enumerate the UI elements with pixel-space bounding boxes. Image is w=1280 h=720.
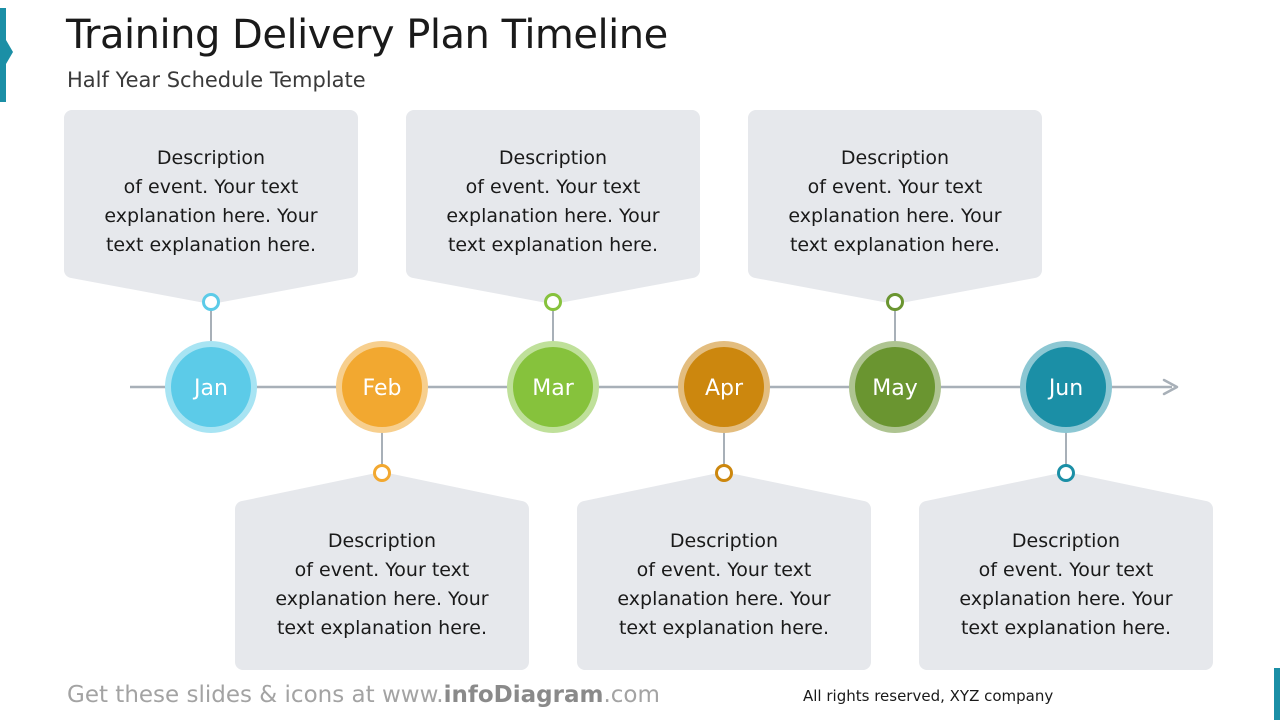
month-circle — [1026, 347, 1106, 427]
description-line: Description — [156, 147, 266, 169]
footer-rights: All rights reserved, XYZ company — [803, 687, 1054, 705]
month-label: Mar — [532, 376, 574, 401]
description-line: text explanation here. — [105, 234, 317, 256]
month-circle — [513, 347, 593, 427]
accent-notch — [6, 40, 13, 64]
description-line: explanation here. Your — [788, 205, 1002, 227]
description-line: explanation here. Your — [104, 205, 318, 227]
accent-bar — [0, 8, 6, 102]
description-line: of event. Your text — [978, 559, 1154, 581]
month-label: Feb — [363, 376, 402, 401]
node-marker — [715, 464, 733, 482]
description-line: explanation here. Your — [275, 588, 489, 610]
callout-apr: Description of event. Your text explanatio… — [585, 510, 863, 660]
callout-box — [406, 110, 700, 304]
node-marker — [544, 293, 562, 311]
month-label: Jun — [1047, 376, 1083, 401]
node-marker — [886, 293, 904, 311]
description-line: Description — [498, 147, 608, 169]
month-label: May — [872, 376, 917, 401]
callout-box — [577, 472, 871, 670]
node-marker — [1057, 464, 1075, 482]
callout-description: Description of event. Your text explanatio… — [262, 527, 502, 643]
callout-jun: Description of event. Your text explanatio… — [927, 510, 1205, 660]
page-subtitle: Half Year Schedule Template — [67, 68, 366, 92]
callout-feb: Description of event. Your text explanatio… — [243, 510, 521, 660]
callout-description: Description of event. Your text explanatio… — [946, 527, 1186, 643]
month-circle — [855, 347, 935, 427]
description-line: of event. Your text — [636, 559, 812, 581]
month-label: Apr — [705, 376, 744, 401]
description-line: text explanation here. — [960, 617, 1172, 639]
callout-description: Description of event. Your text explanatio… — [775, 144, 1015, 260]
description-line: text explanation here. — [447, 234, 659, 256]
footer-promo: Get these slides & icons at www.infoDiag… — [67, 682, 660, 708]
month-circle — [684, 347, 764, 427]
footer-promo-suffix: .com — [603, 682, 660, 708]
description-line: Description — [1011, 530, 1121, 552]
month-label: Jan — [192, 376, 228, 401]
corner-accent-bar — [1274, 668, 1280, 720]
callout-description: Description of event. Your text explanatio… — [91, 144, 331, 260]
description-line: explanation here. Your — [617, 588, 831, 610]
description-line: Description — [669, 530, 779, 552]
callout-may: Description of event. Your text explanatio… — [756, 127, 1034, 277]
callout-box — [64, 110, 358, 304]
footer-promo-prefix: Get these slides & icons at www. — [67, 682, 444, 708]
description-line: explanation here. Your — [959, 588, 1173, 610]
callout-box — [235, 472, 529, 670]
callout-jan: Description of event. Your text explanatio… — [72, 127, 350, 277]
description-line: of event. Your text — [123, 176, 299, 198]
description-line: text explanation here. — [276, 617, 488, 639]
footer-promo-brand: infoDiagram — [443, 682, 604, 708]
month-circle — [342, 347, 422, 427]
month-circle — [171, 347, 251, 427]
node-marker — [373, 464, 391, 482]
callout-description: Description of event. Your text explanatio… — [433, 144, 673, 260]
node-marker — [202, 293, 220, 311]
callout-box — [919, 472, 1213, 670]
description-line: Description — [840, 147, 950, 169]
page-title: Training Delivery Plan Timeline — [66, 12, 668, 58]
description-line: explanation here. Your — [446, 205, 660, 227]
callout-mar: Description of event. Your text explanatio… — [414, 127, 692, 277]
description-line: text explanation here. — [789, 234, 1001, 256]
description-line: of event. Your text — [294, 559, 470, 581]
callout-description: Description of event. Your text explanatio… — [604, 527, 844, 643]
description-line: Description — [327, 530, 437, 552]
callout-box — [748, 110, 1042, 304]
timeline-arrow-icon — [1162, 378, 1179, 396]
description-line: text explanation here. — [618, 617, 830, 639]
description-line: of event. Your text — [465, 176, 641, 198]
description-line: of event. Your text — [807, 176, 983, 198]
